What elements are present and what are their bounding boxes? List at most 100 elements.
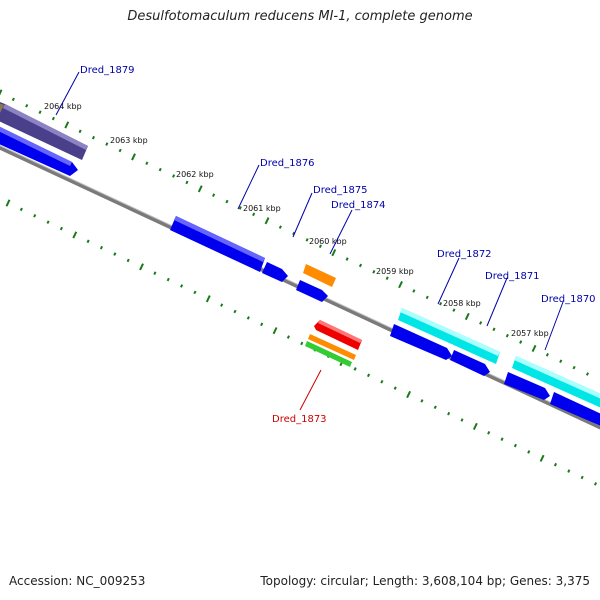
inner-tick	[246, 316, 250, 320]
gene-label-dred-1875[interactable]: Dred_1875	[313, 185, 368, 196]
outer-tick	[439, 301, 443, 306]
feature-dred-1872[interactable]	[390, 324, 452, 360]
outer-tick	[358, 263, 363, 268]
outer-tick	[197, 185, 203, 193]
tick-label-2060: 2060 kbp	[309, 237, 347, 246]
inner-tick	[393, 386, 397, 390]
outer-tick	[585, 372, 590, 376]
outer-tick	[559, 359, 563, 364]
inner-tick	[193, 290, 197, 295]
outer-tick	[145, 161, 149, 166]
outer-tick	[78, 129, 82, 134]
inner-tick	[86, 239, 90, 244]
tick-label-2062: 2062 kbp	[176, 170, 214, 179]
outer-tick	[479, 321, 483, 325]
inner-tick	[580, 475, 584, 480]
outer-tick	[492, 327, 496, 332]
gene-label-dred-1874[interactable]: Dred_1874	[331, 200, 386, 211]
feature-green-lower[interactable]	[305, 341, 352, 367]
inner-tick	[19, 207, 23, 212]
outer-tick	[572, 365, 576, 370]
inner-tick	[126, 258, 130, 263]
accession-text: Accession: NC_009253	[9, 574, 146, 588]
outer-tick	[305, 238, 309, 242]
gene-label-dred-1870[interactable]: Dred_1870	[541, 294, 596, 305]
inner-tick	[406, 390, 411, 399]
outer-tick	[38, 110, 42, 114]
outer-tick	[64, 121, 70, 129]
inner-tick	[153, 271, 157, 275]
inner-tick	[472, 422, 478, 430]
outer-tick	[385, 276, 389, 280]
gene-label-dred-1872[interactable]: Dred_1872	[437, 249, 492, 260]
inner-tick	[5, 199, 11, 207]
outer-tick	[505, 333, 509, 338]
tick-label-2058: 2058 kbp	[443, 299, 481, 308]
outer-tick	[131, 153, 136, 161]
feature-dred-1876[interactable]	[170, 216, 265, 272]
gene-label-dred-1871[interactable]: Dred_1871	[485, 271, 540, 282]
feature-right-edge	[550, 392, 600, 426]
outer-tick	[519, 340, 523, 344]
tick-label-2063: 2063 kbp	[110, 136, 148, 145]
outer-tick	[212, 193, 216, 197]
inner-tick	[46, 220, 50, 224]
gene-label-dred-1876[interactable]: Dred_1876	[260, 158, 315, 169]
inner-tick	[180, 284, 184, 288]
outer-tick	[105, 142, 109, 146]
inner-tick	[33, 213, 37, 218]
outer-tick	[278, 225, 282, 229]
outer-tick	[0, 89, 3, 96]
inner-tick	[460, 418, 464, 422]
inner-tick	[513, 443, 517, 448]
outer-tick	[51, 116, 55, 121]
feature-orange-lower[interactable]	[308, 334, 356, 360]
tick-label-2061: 2061 kbp	[243, 204, 281, 213]
inner-tick	[527, 450, 531, 454]
feature-olive	[0, 103, 4, 113]
inner-tick	[420, 399, 424, 403]
outer-tick	[11, 97, 15, 102]
inner-tick	[300, 341, 304, 346]
inner-tick	[593, 482, 598, 486]
outer-tick	[545, 353, 549, 357]
feature-dred-1871[interactable]	[450, 350, 490, 376]
feature-dred-1870[interactable]	[504, 372, 550, 400]
feature-orange[interactable]	[303, 264, 336, 287]
outer-tick	[412, 289, 416, 293]
outer-tick	[531, 344, 537, 353]
inner-tick	[567, 469, 571, 473]
inner-tick	[220, 303, 224, 307]
inner-tick	[272, 327, 278, 335]
feature-dred-1874[interactable]	[296, 280, 328, 302]
inner-tick	[353, 367, 357, 371]
outer-tick	[238, 206, 242, 210]
inner-tick	[447, 411, 451, 416]
inner-tick	[260, 322, 264, 327]
outer-tick	[225, 199, 229, 204]
feature-dred-1873-red[interactable]	[314, 320, 362, 350]
gene-label-dred-1879[interactable]: Dred_1879	[80, 65, 135, 76]
outer-tick	[292, 231, 296, 236]
outer-tick	[425, 295, 429, 300]
inner-tick	[539, 454, 545, 462]
inner-tick	[500, 437, 504, 441]
inner-tick	[166, 277, 170, 282]
outer-tick	[25, 103, 29, 108]
tick-label-2057: 2057 kbp	[511, 329, 549, 338]
inner-tick	[433, 405, 437, 410]
tick-label-2064: 2064 kbp	[44, 102, 82, 111]
inner-tick-ring	[5, 199, 598, 486]
inner-tick	[139, 263, 144, 271]
outer-tick	[331, 249, 337, 257]
outer-tick	[172, 174, 176, 178]
outer-tick-ring	[0, 89, 590, 376]
inner-tick	[286, 335, 290, 339]
gene-label-dred-1873[interactable]: Dred_1873	[272, 414, 327, 425]
outer-tick	[318, 244, 322, 249]
outer-tick	[252, 212, 256, 217]
feature-dred-1875[interactable]	[262, 262, 288, 282]
inner-tick	[99, 245, 104, 250]
inner-tick	[366, 373, 371, 378]
